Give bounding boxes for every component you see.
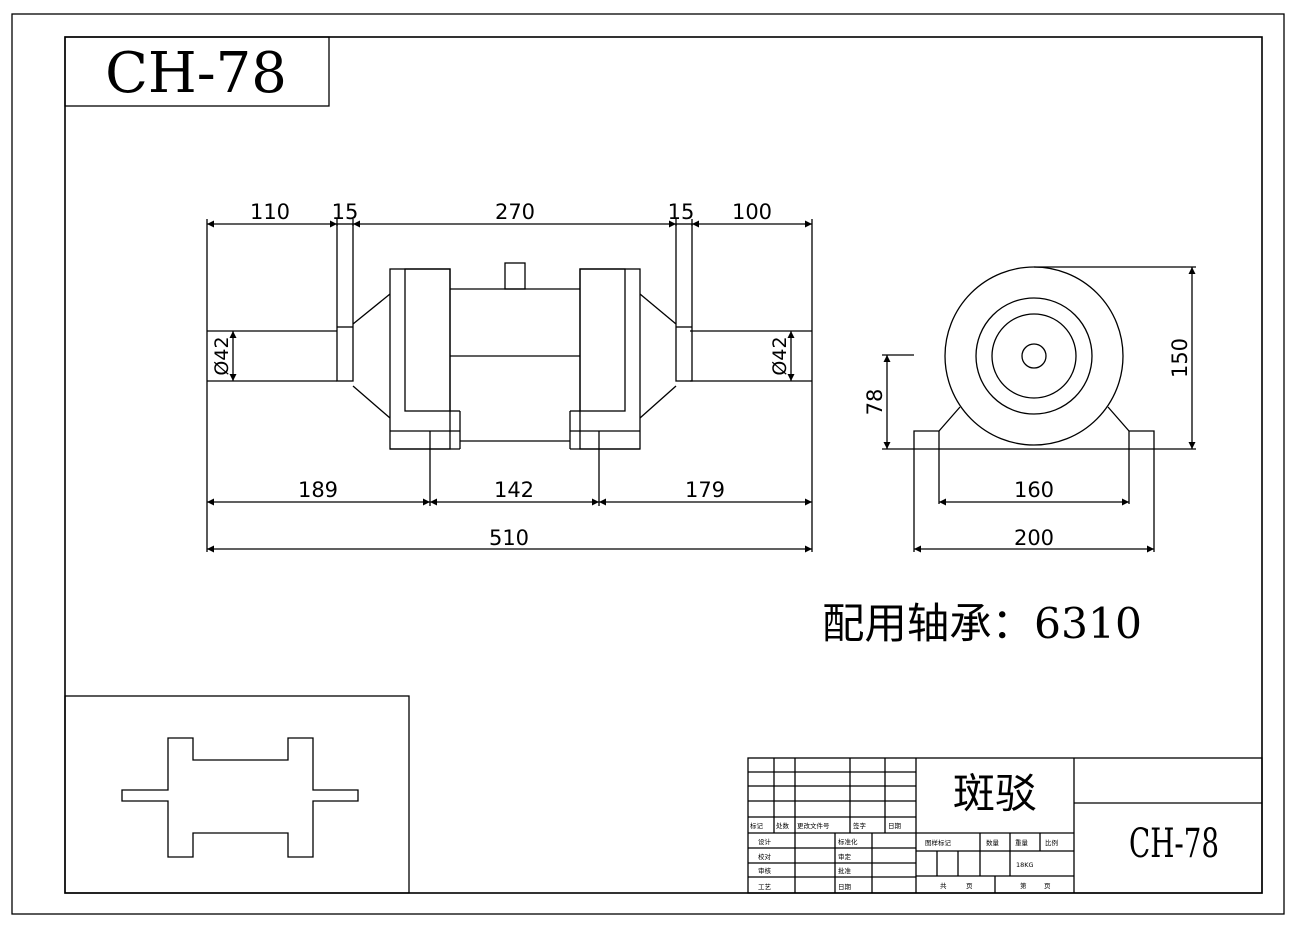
tb-stage-mark: 图样标记 bbox=[925, 838, 952, 847]
tb-role-standard: 标准化 bbox=[838, 837, 858, 846]
tb-role-process: 工艺 bbox=[758, 883, 772, 891]
outer-border bbox=[11, 13, 1285, 915]
tb-stage-weight: 重量 bbox=[1015, 839, 1029, 847]
tb-role-approve: 审定 bbox=[838, 852, 852, 861]
tb-role-check: 校对 bbox=[758, 852, 772, 861]
dim-200: 200 bbox=[1014, 526, 1054, 550]
tb-role-design: 设计 bbox=[758, 837, 772, 846]
tb-sheet-total: 共 bbox=[940, 881, 947, 890]
drawing-code-block: CH-78 bbox=[1129, 821, 1219, 867]
dim-100: 100 bbox=[732, 200, 772, 224]
dim-15-left: 15 bbox=[332, 200, 359, 224]
tb-sheet-no-unit: 页 bbox=[1044, 882, 1051, 890]
title-block bbox=[747, 757, 1263, 894]
tb-rev-mark: 标记 bbox=[750, 821, 764, 830]
tb-mass: 18KG bbox=[1016, 861, 1034, 869]
dim-shaft-right: Ø42 bbox=[769, 336, 791, 375]
inner-border bbox=[64, 36, 1263, 894]
tb-stage-scale: 比例 bbox=[1045, 838, 1058, 847]
tb-role-date: 日期 bbox=[838, 883, 852, 891]
dim-110: 110 bbox=[250, 200, 290, 224]
dim-150: 150 bbox=[1168, 338, 1192, 378]
side-view bbox=[882, 266, 1196, 553]
tb-rev-date: 日期 bbox=[888, 822, 902, 830]
tb-stage-qty: 数量 bbox=[986, 838, 1000, 847]
tb-rev-sign: 签字 bbox=[853, 821, 867, 830]
dim-shaft-left: Ø42 bbox=[211, 336, 233, 375]
dim-15-right: 15 bbox=[668, 200, 695, 224]
tb-rev-doc: 更改文件号 bbox=[797, 821, 830, 830]
code-box bbox=[64, 36, 330, 107]
thumbnail-box bbox=[64, 695, 410, 894]
dim-179: 179 bbox=[685, 478, 725, 502]
thumbnail-profile bbox=[121, 737, 359, 858]
dim-189: 189 bbox=[298, 478, 338, 502]
tb-role-ratify: 批准 bbox=[838, 866, 852, 875]
dim-270: 270 bbox=[495, 200, 535, 224]
dim-160: 160 bbox=[1014, 478, 1054, 502]
dim-78: 78 bbox=[863, 389, 887, 416]
tb-sheet-no: 第 bbox=[1020, 881, 1027, 890]
dim-142: 142 bbox=[494, 478, 534, 502]
drawing-code-top: CH-78 bbox=[105, 41, 287, 106]
tb-rev-count: 处数 bbox=[776, 821, 790, 830]
bearing-note: 配用轴承：6310 bbox=[822, 599, 1142, 648]
dim-510: 510 bbox=[489, 526, 529, 550]
front-view bbox=[206, 219, 813, 553]
tb-sheet-total-unit: 页 bbox=[966, 882, 973, 890]
part-name: 斑驳 bbox=[953, 769, 1037, 818]
tb-role-review: 审核 bbox=[758, 866, 772, 875]
